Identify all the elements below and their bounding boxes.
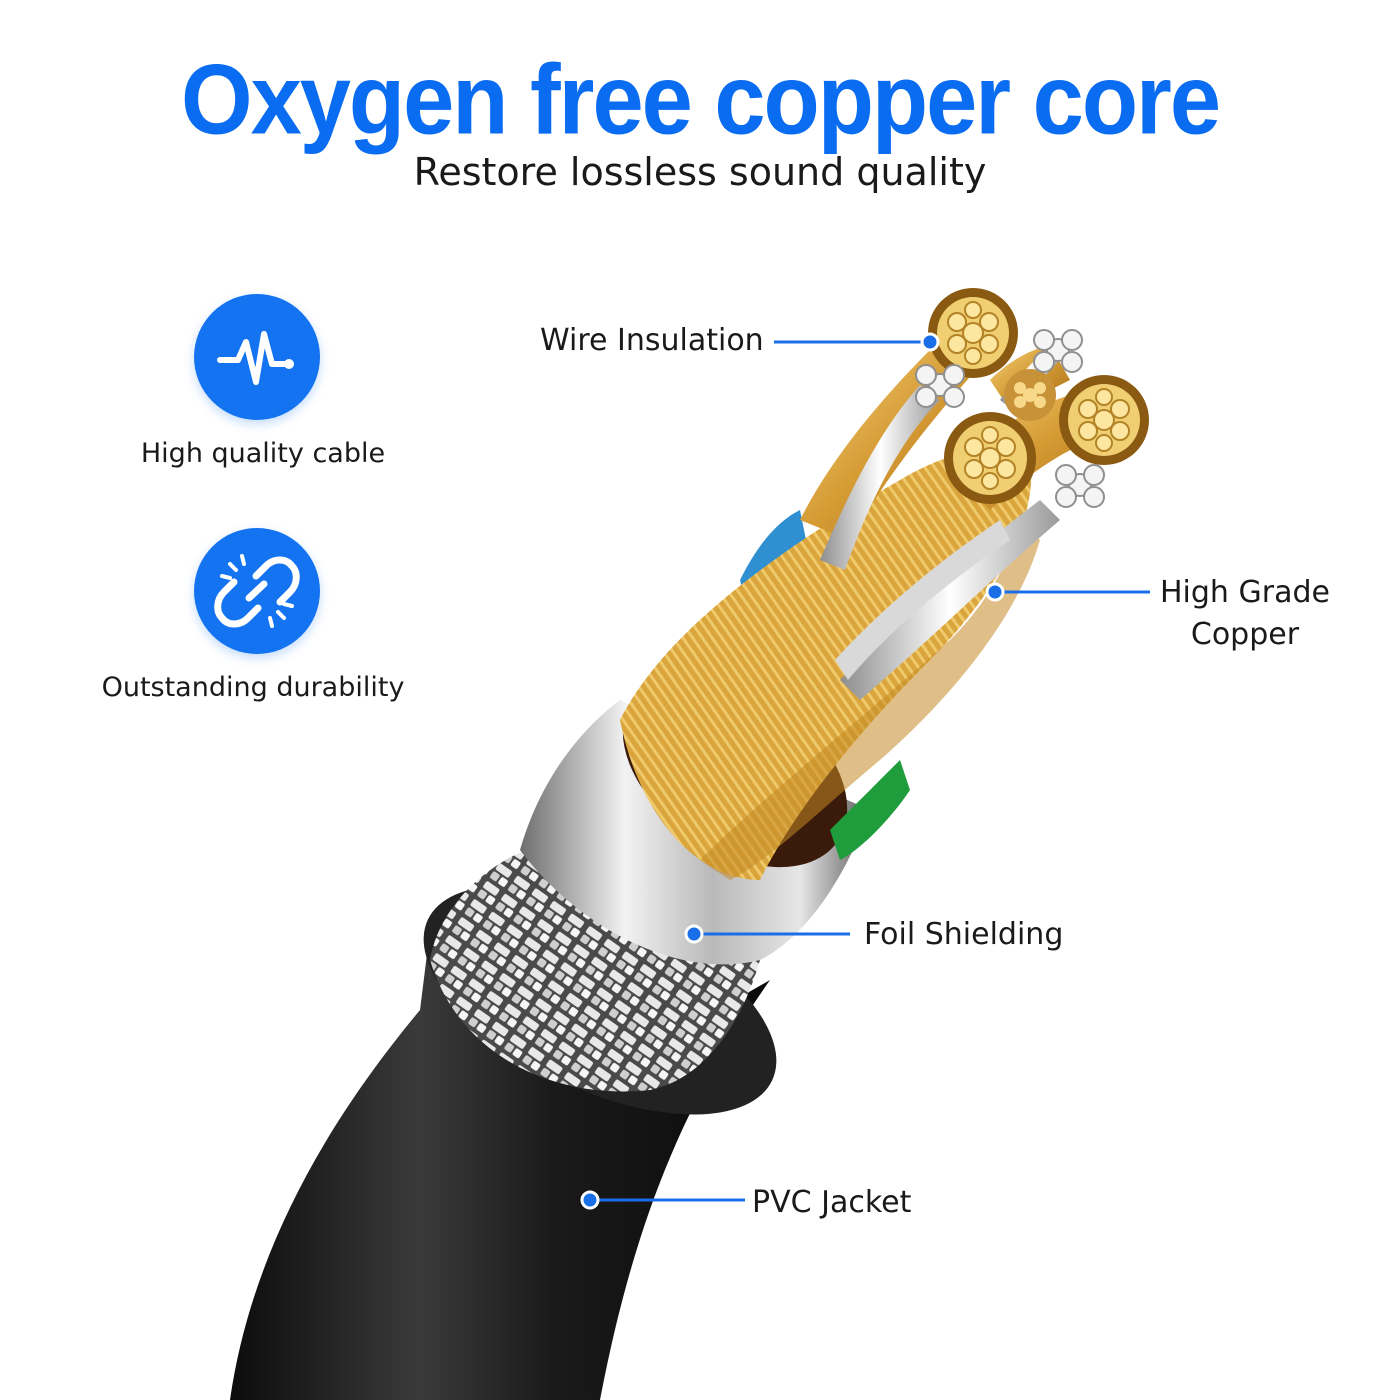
callout-high-grade-line1: High Grade xyxy=(1160,575,1330,610)
callout-high-grade-line2: Copper xyxy=(1190,617,1300,652)
page-subtitle: Restore lossless sound quality xyxy=(413,150,987,194)
broken-link-icon xyxy=(214,554,300,628)
feature-icon-durability xyxy=(194,528,320,654)
feature-label-durability: Outstanding durability xyxy=(101,672,405,703)
callout-pvc-jacket: PVC Jacket xyxy=(752,1185,912,1220)
callout-wire-insulation: Wire Insulation xyxy=(540,323,764,358)
callout-high-grade-copper: High Grade Copper xyxy=(1160,572,1330,656)
feature-label-quality: High quality cable xyxy=(140,438,386,469)
feature-icon-quality xyxy=(194,294,320,420)
page-title: Oxygen free copper core xyxy=(181,44,1221,156)
heartbeat-icon xyxy=(217,331,294,385)
callout-foil-shielding: Foil Shielding xyxy=(864,917,1064,952)
